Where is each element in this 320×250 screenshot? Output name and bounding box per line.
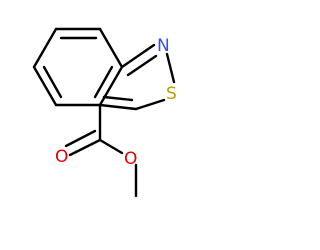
bond-carbonyl-oester [98,138,124,155]
bond-ring-lower-right-inner [93,65,114,99]
bond-carbonyl-o-inner [64,129,97,148]
bond-ring-lower-left [32,65,58,107]
bond-ring-upper-right [98,27,124,69]
bond-c3-c3a [98,103,138,111]
bond-ring-lower-right [98,65,124,107]
ester-oxygen-atom-label: O [124,149,137,169]
bond-c7a-n-inner [126,54,158,77]
bond-ring-upper-left [32,27,58,69]
nitrogen-atom-label: N [157,36,170,56]
sulfur-atom-label: S [166,84,177,104]
carbonyl-oxygen-atom-label: O [55,147,68,167]
bond-ring-lower-left-inner [42,65,63,99]
bond-n-s [165,52,176,84]
bond-c3-c3a-inner [102,95,134,102]
skeleton [32,27,176,198]
benzisothiazole-ester-structure: N S O O [32,27,177,198]
bond-carbonyl-o [68,138,102,157]
bond-c7a-n [120,43,156,69]
bond-s-c3 [134,98,166,111]
